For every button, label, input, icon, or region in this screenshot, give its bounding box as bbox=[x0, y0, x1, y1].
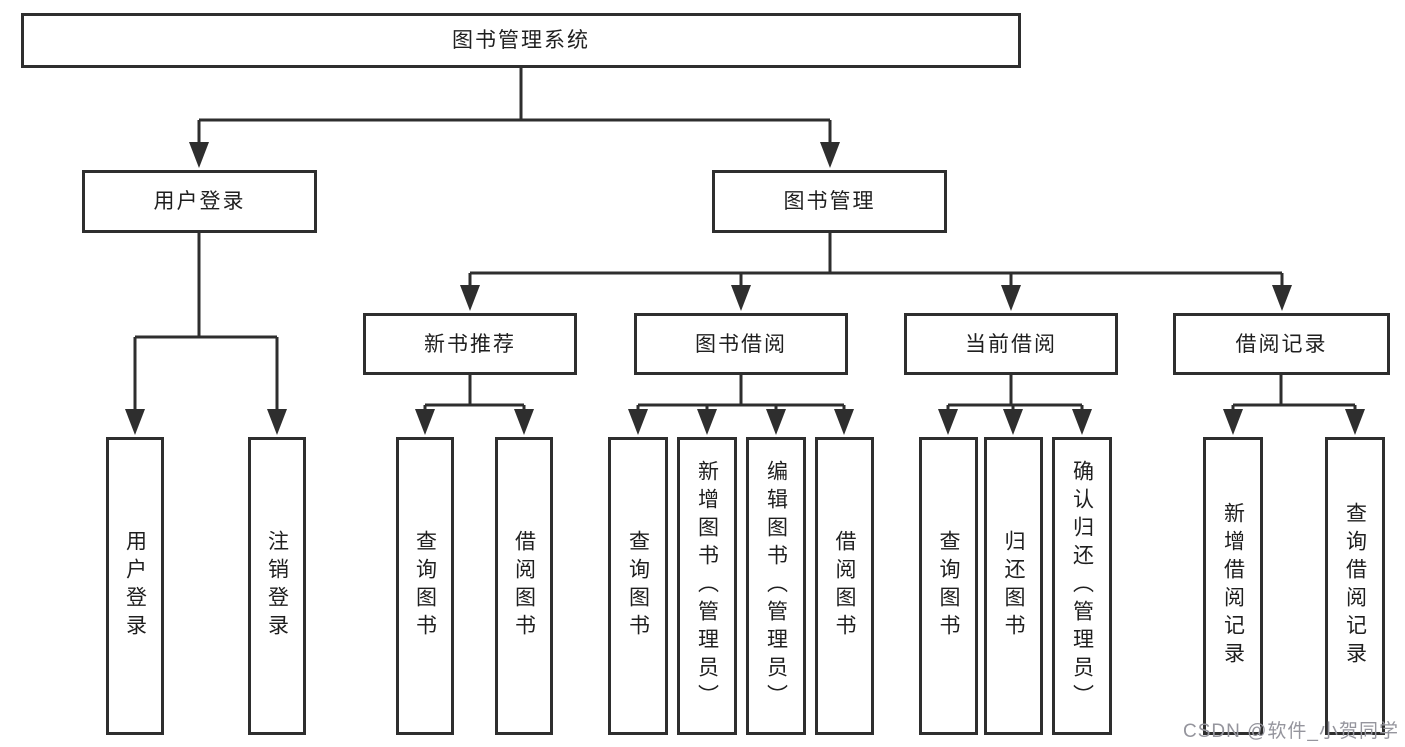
leaf-edit-book-admin-label: 编辑图书（管理员） bbox=[764, 460, 788, 712]
leaf-logout: 注销登录 bbox=[248, 437, 306, 735]
leaf-add-book-admin-label: 新增图书（管理员） bbox=[695, 460, 719, 712]
leaf-confirm-return-admin-label: 确认归还（管理员） bbox=[1070, 460, 1094, 712]
current-borrow-label: 当前借阅 bbox=[965, 332, 1057, 356]
node-user-login: 用户登录 bbox=[82, 170, 317, 233]
user-login-label: 用户登录 bbox=[153, 190, 246, 213]
node-root-title: 图书管理系统 bbox=[21, 13, 1021, 68]
arrowhead-icons bbox=[125, 142, 1365, 435]
leaf-logout-label: 注销登录 bbox=[265, 530, 289, 642]
leaf-current-query-book-label: 查询图书 bbox=[937, 530, 960, 642]
leaf-add-book-admin: 新增图书（管理员） bbox=[677, 437, 737, 735]
leaf-borrow-query-book-label: 查询图书 bbox=[626, 530, 650, 642]
csdn-watermark: CSDN @软件_小贺同学 bbox=[1183, 721, 1399, 742]
node-book-borrow: 图书借阅 bbox=[634, 313, 848, 375]
borrow-record-label: 借阅记录 bbox=[1235, 332, 1328, 356]
leaf-query-borrow-record: 查询借阅记录 bbox=[1325, 437, 1385, 735]
leaf-recommend-query-book-label: 查询图书 bbox=[413, 530, 437, 642]
leaf-add-borrow-record: 新增借阅记录 bbox=[1203, 437, 1263, 735]
leaf-query-borrow-record-label: 查询借阅记录 bbox=[1343, 502, 1367, 670]
leaf-return-book-label: 归还图书 bbox=[1002, 530, 1025, 642]
leaf-confirm-return-admin: 确认归还（管理员） bbox=[1052, 437, 1112, 735]
node-borrow-record: 借阅记录 bbox=[1173, 313, 1390, 375]
node-current-borrow: 当前借阅 bbox=[904, 313, 1118, 375]
new-book-recommend-label: 新书推荐 bbox=[424, 332, 516, 356]
node-book-management: 图书管理 bbox=[712, 170, 947, 233]
leaf-return-book: 归还图书 bbox=[984, 437, 1043, 735]
leaf-edit-book-admin: 编辑图书（管理员） bbox=[746, 437, 806, 735]
leaf-current-query-book: 查询图书 bbox=[919, 437, 978, 735]
leaf-borrow-query-book: 查询图书 bbox=[608, 437, 668, 735]
leaf-borrow-book-label: 借阅图书 bbox=[833, 530, 856, 642]
leaf-borrow-book: 借阅图书 bbox=[815, 437, 874, 735]
leaf-user-login: 用户登录 bbox=[106, 437, 164, 735]
leaf-recommend-borrow-book: 借阅图书 bbox=[495, 437, 553, 735]
node-new-book-recommend: 新书推荐 bbox=[363, 313, 577, 375]
leaf-recommend-borrow-book-label: 借阅图书 bbox=[512, 530, 536, 642]
leaf-user-login-label: 用户登录 bbox=[123, 530, 147, 642]
root-title-label: 图书管理系统 bbox=[452, 29, 590, 52]
leaf-add-borrow-record-label: 新增借阅记录 bbox=[1221, 502, 1245, 670]
book-management-label: 图书管理 bbox=[783, 190, 876, 213]
leaf-recommend-query-book: 查询图书 bbox=[396, 437, 454, 735]
book-borrow-label: 图书借阅 bbox=[695, 332, 787, 356]
